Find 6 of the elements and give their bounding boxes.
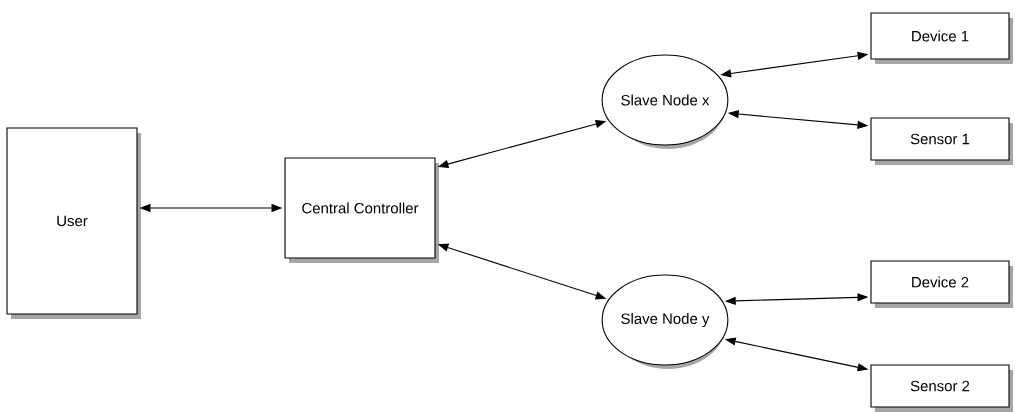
- process-box: User: [6, 127, 141, 319]
- process-box: Central Controller: [284, 157, 439, 263]
- process-box: Device 1: [870, 12, 1013, 64]
- process-box: Device 2: [870, 260, 1013, 308]
- process-box: Sensor 1: [870, 117, 1013, 165]
- process-box: Sensor 2: [870, 364, 1013, 412]
